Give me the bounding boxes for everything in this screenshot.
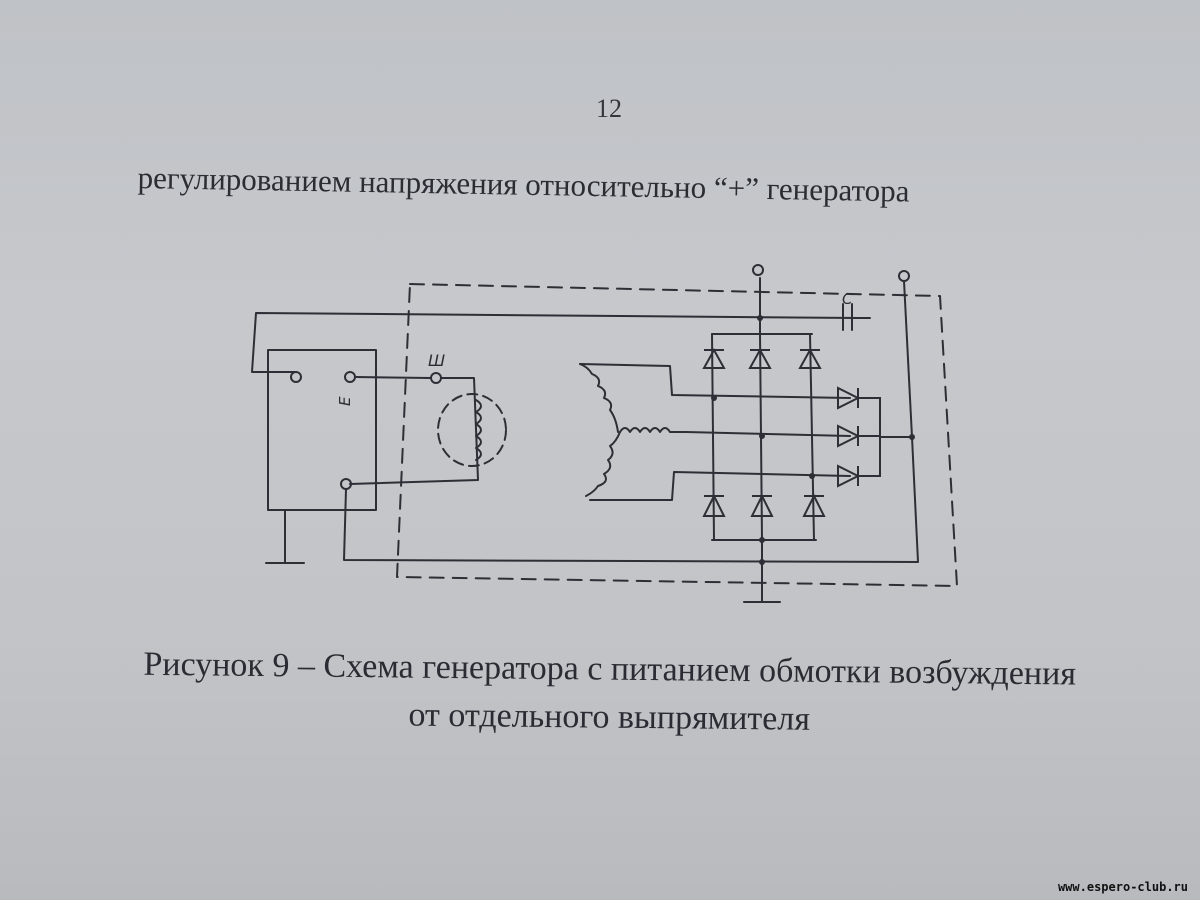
junction-dots bbox=[711, 315, 915, 565]
phase-lead-b bbox=[685, 431, 851, 437]
diode-lower-1 bbox=[702, 493, 726, 517]
phase-lead-a bbox=[579, 363, 851, 399]
diode-lower-3 bbox=[802, 493, 826, 517]
page-number: 12 bbox=[596, 94, 622, 123]
diode-upper-2 bbox=[748, 347, 772, 369]
label-e: Е bbox=[336, 396, 354, 406]
bridge-col-3 bbox=[809, 333, 815, 541]
excitation-winding-dashed bbox=[437, 393, 507, 467]
excitation-output-terminal bbox=[898, 270, 910, 282]
plus-output-terminal bbox=[752, 264, 764, 276]
stator-winding-upper bbox=[579, 363, 619, 433]
bridge-col-1 bbox=[711, 333, 715, 541]
excitation-winding-coil bbox=[475, 399, 482, 461]
label-c: С bbox=[842, 290, 853, 308]
terminal-sh bbox=[430, 372, 442, 384]
stator-winding-center bbox=[619, 427, 687, 433]
regulator-terminal-left bbox=[290, 371, 302, 383]
watermark: www.espero-club.ru bbox=[1057, 880, 1188, 894]
plus-feed-wire bbox=[251, 312, 859, 373]
figure-caption: Рисунок 9 – Схема генератора с питанием … bbox=[69, 640, 1150, 747]
excitation-output-line bbox=[879, 280, 913, 438]
regulator-terminal-e bbox=[344, 371, 356, 383]
diode-upper-3 bbox=[798, 347, 822, 369]
field-winding-leads bbox=[349, 377, 479, 485]
upper-diodes bbox=[702, 347, 822, 369]
generator-housing-dashed-outline bbox=[396, 283, 958, 587]
capacitor-c bbox=[842, 303, 871, 331]
diode-upper-1 bbox=[702, 347, 726, 369]
diode-lower-2 bbox=[750, 493, 774, 517]
voltage-regulator-box bbox=[267, 349, 377, 511]
stator-winding-lower bbox=[585, 431, 621, 497]
wire-e-to-sh bbox=[354, 376, 432, 379]
excitation-diodes bbox=[837, 386, 881, 488]
label-sh: Ш bbox=[428, 351, 445, 370]
lower-diodes bbox=[702, 493, 826, 517]
bottom-return-wire bbox=[343, 436, 919, 563]
